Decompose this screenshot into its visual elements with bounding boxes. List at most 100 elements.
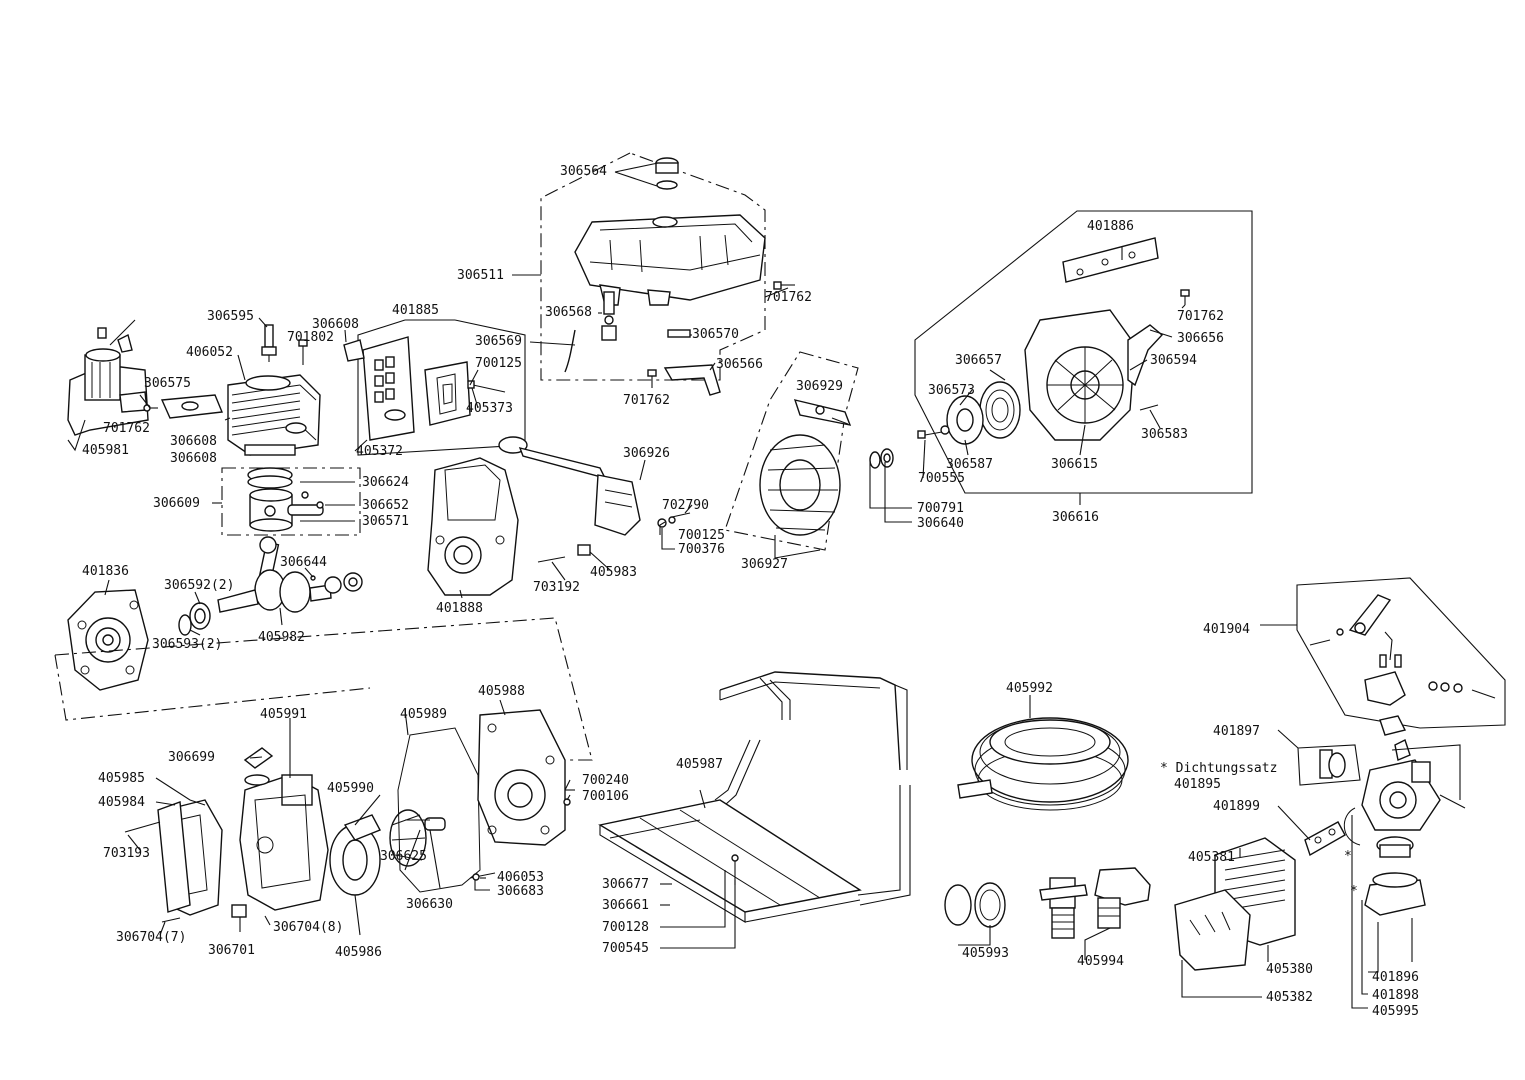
label-405991: 405991 (260, 707, 307, 722)
engine-cylinder-icon (227, 374, 321, 456)
label-700791: 700791 (917, 501, 964, 516)
piston-icon (249, 488, 293, 532)
gasket-icon (667, 329, 691, 338)
lever-icon (1309, 594, 1402, 668)
crankcase-icon (427, 457, 519, 596)
label-405982: 405982 (258, 630, 305, 645)
label-306661: 306661 (602, 898, 649, 913)
label-405983: 405983 (590, 565, 637, 580)
bracket-icon (1062, 237, 1159, 283)
label-306625: 306625 (380, 849, 427, 864)
label-306587: 306587 (946, 457, 993, 472)
carburetor-icon (67, 319, 149, 436)
valve-housing-icon (1361, 759, 1466, 831)
label-405381: 405381 (1188, 850, 1235, 865)
label-701762: 701762 (623, 393, 670, 408)
leader-lines (67, 162, 1413, 1009)
crankshaft-icon (217, 536, 363, 613)
recoil-starter-icon (1024, 309, 1164, 441)
valve-seat-icon (1364, 836, 1426, 945)
label-401898: 401898 (1372, 988, 1419, 1003)
label-401886: 401886 (1087, 219, 1134, 234)
valve-body-icon (1364, 671, 1496, 761)
label-306592: 306592(2) (164, 578, 234, 593)
label-405989: 405989 (400, 707, 447, 722)
pump-gasket-icon (397, 727, 481, 893)
label-dichtungssatz: * Dichtungssatz (1160, 761, 1277, 776)
label-306644: 306644 (280, 555, 327, 570)
label-306701: 306701 (208, 943, 255, 958)
label-401896: 401896 (1372, 970, 1419, 985)
label-306608: 306608 (312, 317, 359, 332)
label-700240: 700240 (582, 773, 629, 788)
label-702790: 702790 (662, 498, 709, 513)
label-405382: 405382 (1266, 990, 1313, 1005)
label-306575: 306575 (144, 376, 191, 391)
label-701762: 701762 (103, 421, 150, 436)
label-306704: 306704(7) (116, 930, 186, 945)
label-306595: 306595 (207, 309, 254, 324)
label-306699: 306699 (168, 750, 215, 765)
label-700555: 700555 (918, 471, 965, 486)
label-306583: 306583 (1141, 427, 1188, 442)
label-306615: 306615 (1051, 457, 1098, 472)
label-700545: 700545 (602, 941, 649, 956)
label-306593: 306593(2) (152, 637, 222, 652)
label-405986: 405986 (335, 945, 382, 960)
piston-group (221, 467, 361, 536)
label-306566: 306566 (716, 357, 763, 372)
label-405993: 405993 (962, 946, 1009, 961)
ignition-coil-icon (498, 436, 641, 536)
label-306683: 306683 (497, 884, 544, 899)
label-405985: 405985 (98, 771, 145, 786)
label-401888: 401888 (436, 601, 483, 616)
label-306511: 306511 (457, 268, 504, 283)
hose-coil-icon (957, 717, 1129, 811)
label-405984: 405984 (98, 795, 145, 810)
strainer-icon (1174, 837, 1296, 971)
label-703193: 703193 (103, 846, 150, 861)
label-700125: 700125 (475, 356, 522, 371)
label-405987: 405987 (676, 757, 723, 772)
valve-assembly-group (1296, 577, 1506, 945)
label-306573: 306573 (928, 383, 975, 398)
frame-icon (598, 671, 911, 923)
gasket-icon (1304, 821, 1346, 857)
label-306640: 306640 (917, 516, 964, 531)
o-ring-icon (1343, 807, 1361, 846)
muffler-group (343, 319, 526, 456)
label-306569: 306569 (475, 334, 522, 349)
starter-spring-icon (979, 381, 1021, 439)
label-401897: 401897 (1213, 724, 1260, 739)
crankcase-half-icon (67, 589, 149, 691)
asterisk-mark: * (1350, 884, 1358, 899)
label-700125: 700125 (678, 528, 725, 543)
label-401885: 401885 (392, 303, 439, 318)
fuel-cap-icon (655, 157, 679, 190)
check-valve-icon (1319, 749, 1346, 779)
label-405992: 405992 (1006, 681, 1053, 696)
tank-bracket-icon (663, 364, 721, 396)
label-306677: 306677 (602, 877, 649, 892)
label-405988: 405988 (478, 684, 525, 699)
label-306657: 306657 (955, 353, 1002, 368)
fuel-tank-group (540, 152, 795, 396)
label-406052: 406052 (186, 345, 233, 360)
label-306570: 306570 (692, 327, 739, 342)
fuel-tank-icon (574, 214, 766, 306)
label-306608: 306608 (170, 451, 217, 466)
spark-plug-icon (261, 324, 308, 365)
fuel-hose-icon (564, 329, 576, 373)
label-401904: 401904 (1203, 622, 1250, 637)
label-306704: 306704(8) (273, 920, 343, 935)
label-306609: 306609 (153, 496, 200, 511)
label-306926: 306926 (623, 446, 670, 461)
label-405372: 405372 (356, 444, 403, 459)
label-405981: 405981 (82, 443, 129, 458)
recoil-starter-group (914, 210, 1253, 494)
label-401899: 401899 (1213, 799, 1260, 814)
label-306608: 306608 (170, 434, 217, 449)
label-700376: 700376 (678, 542, 725, 557)
label-405994: 405994 (1077, 954, 1124, 969)
pump-bracket-line (54, 617, 593, 761)
